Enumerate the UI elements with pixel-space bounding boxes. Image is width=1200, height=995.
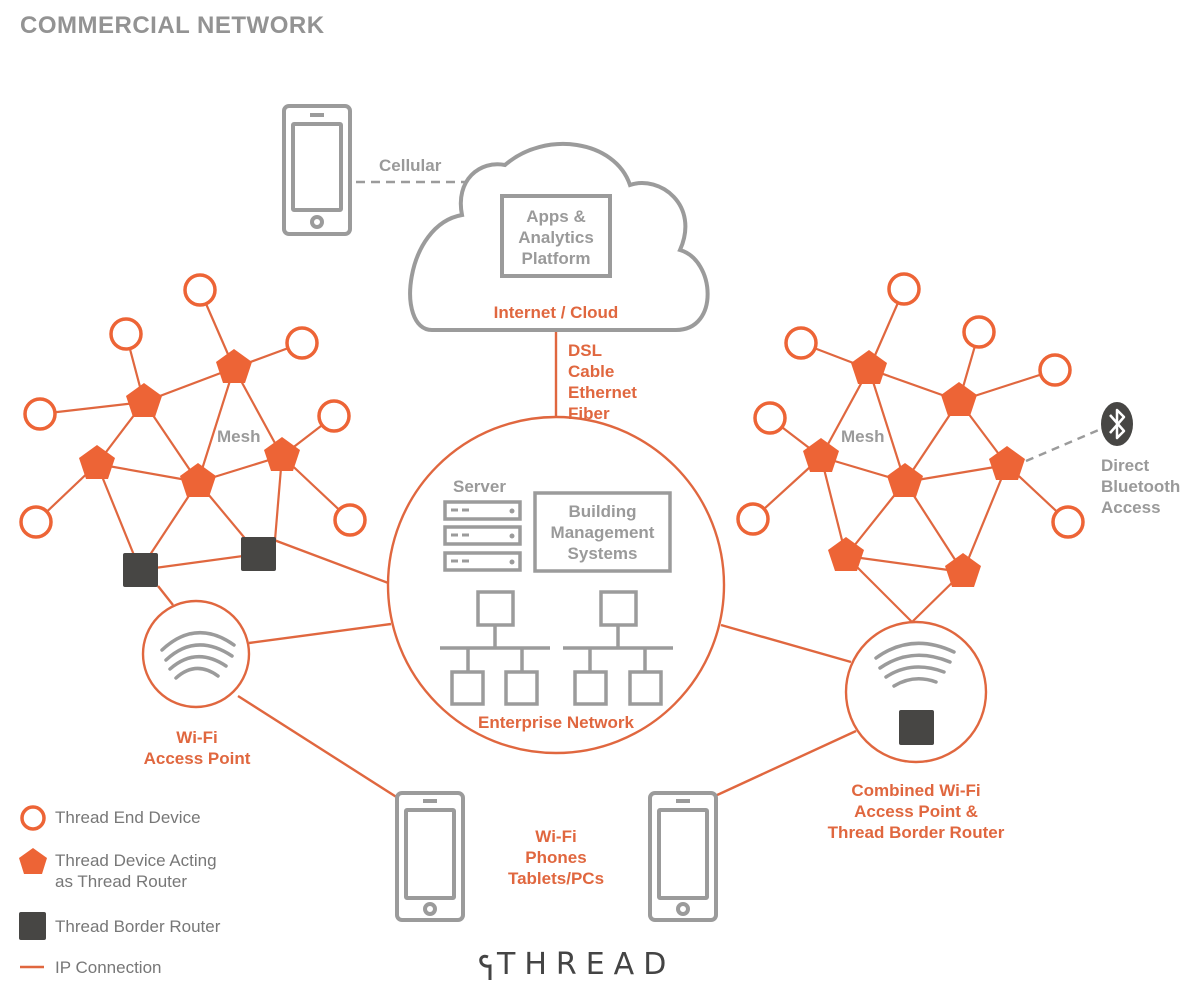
- thread-router-icon[interactable]: [79, 445, 115, 479]
- thread-end-device-icon[interactable]: [23, 397, 57, 431]
- legend-end-device-icon: [20, 805, 46, 831]
- left-end-devices: [19, 273, 367, 539]
- bms-box[interactable]: [533, 491, 672, 573]
- thread-end-device-icon[interactable]: [333, 503, 367, 537]
- thread-router-icon[interactable]: [264, 437, 300, 471]
- wifi-devices-label: Wi-Fi Phones Tablets/PCs: [507, 827, 605, 888]
- thread-router-icon[interactable]: [851, 350, 887, 384]
- wifi-ap-to-phone-line: [237, 694, 399, 800]
- thread-router-icon[interactable]: [803, 438, 839, 472]
- server-icon: [443, 500, 522, 572]
- thread-end-device-icon[interactable]: [109, 317, 143, 351]
- bluetooth-icon[interactable]: [1101, 402, 1133, 446]
- thread-router-icon[interactable]: [989, 446, 1025, 480]
- enterprise-network-circle[interactable]: [386, 415, 726, 755]
- thread-end-device-icon[interactable]: [753, 401, 787, 435]
- thread-end-device-icon[interactable]: [1051, 505, 1085, 539]
- thread-border-router-icon[interactable]: [241, 537, 276, 571]
- thread-end-device-icon[interactable]: [285, 326, 319, 360]
- apps-platform-box[interactable]: [500, 194, 612, 278]
- thread-router-icon[interactable]: [216, 349, 252, 383]
- thread-logo-icon: [479, 954, 492, 980]
- wifi-phone-icon[interactable]: [395, 791, 465, 922]
- diagram-title: COMMERCIAL NETWORK: [20, 12, 325, 39]
- thread-router-icon[interactable]: [887, 463, 923, 497]
- apps-platform-label: Apps & Analytics Platform: [518, 207, 594, 268]
- bluetooth-dashed-line: [1025, 427, 1102, 463]
- bms-label: Building Management Systems: [550, 502, 655, 563]
- legend-router-icon: [19, 848, 47, 874]
- legend-border-router-icon: [19, 912, 46, 940]
- thread-border-router-icon[interactable]: [899, 710, 934, 745]
- wifi-icon: [160, 631, 236, 680]
- thread-end-device-icon[interactable]: [183, 273, 217, 307]
- combined-to-phone-line: [714, 729, 857, 798]
- combined-wifi-border-router[interactable]: [844, 620, 988, 764]
- thread-end-device-icon[interactable]: [887, 272, 921, 306]
- server-label: Server: [453, 477, 506, 496]
- wifi-ap-label: Wi-Fi Access Point: [143, 728, 251, 768]
- left-routers: [79, 349, 300, 497]
- thread-router-icon[interactable]: [180, 463, 216, 497]
- bluetooth-label: Direct Bluetooth Access: [1101, 456, 1181, 517]
- right-mesh-label: Mesh: [841, 427, 885, 446]
- border-router-to-wifi-ap-line: [157, 585, 174, 606]
- wifi-access-point[interactable]: [141, 599, 251, 709]
- thread-end-device-icon[interactable]: [736, 502, 770, 536]
- cellular-phone-icon[interactable]: [282, 104, 352, 236]
- thread-router-icon[interactable]: [945, 553, 981, 587]
- lan-topology-icon: [440, 590, 673, 706]
- thread-router-icon[interactable]: [126, 383, 162, 417]
- backhaul-labels: DSL Cable Ethernet Fiber: [568, 341, 637, 423]
- thread-logo: THREAD: [497, 947, 676, 982]
- thread-end-device-icon[interactable]: [19, 505, 53, 539]
- enterprise-network-label: Enterprise Network: [478, 713, 634, 732]
- combined-router-label: Combined Wi-Fi Access Point & Thread Bor…: [827, 781, 1005, 842]
- cellular-label: Cellular: [379, 156, 442, 175]
- ip-connections: [157, 330, 857, 800]
- thread-end-device-icon[interactable]: [784, 326, 818, 360]
- thread-end-device-icon[interactable]: [962, 315, 996, 349]
- enterprise-to-combined-line: [720, 623, 852, 664]
- server-details: [451, 508, 469, 563]
- thread-end-device-icon[interactable]: [317, 399, 351, 433]
- wifi-ap-to-enterprise-line: [248, 622, 392, 645]
- border-router-to-enterprise-line: [273, 538, 392, 586]
- thread-end-device-icon[interactable]: [1038, 353, 1072, 387]
- wifi-tablet-icon[interactable]: [648, 791, 718, 922]
- thread-router-icon[interactable]: [941, 382, 977, 416]
- wifi-icon: [874, 641, 956, 688]
- thread-router-icon[interactable]: [828, 537, 864, 571]
- left-mesh-label: Mesh: [217, 427, 261, 446]
- internet-cloud-label: Internet / Cloud: [493, 303, 619, 322]
- thread-border-router-icon[interactable]: [123, 553, 158, 587]
- right-end-devices: [736, 272, 1085, 539]
